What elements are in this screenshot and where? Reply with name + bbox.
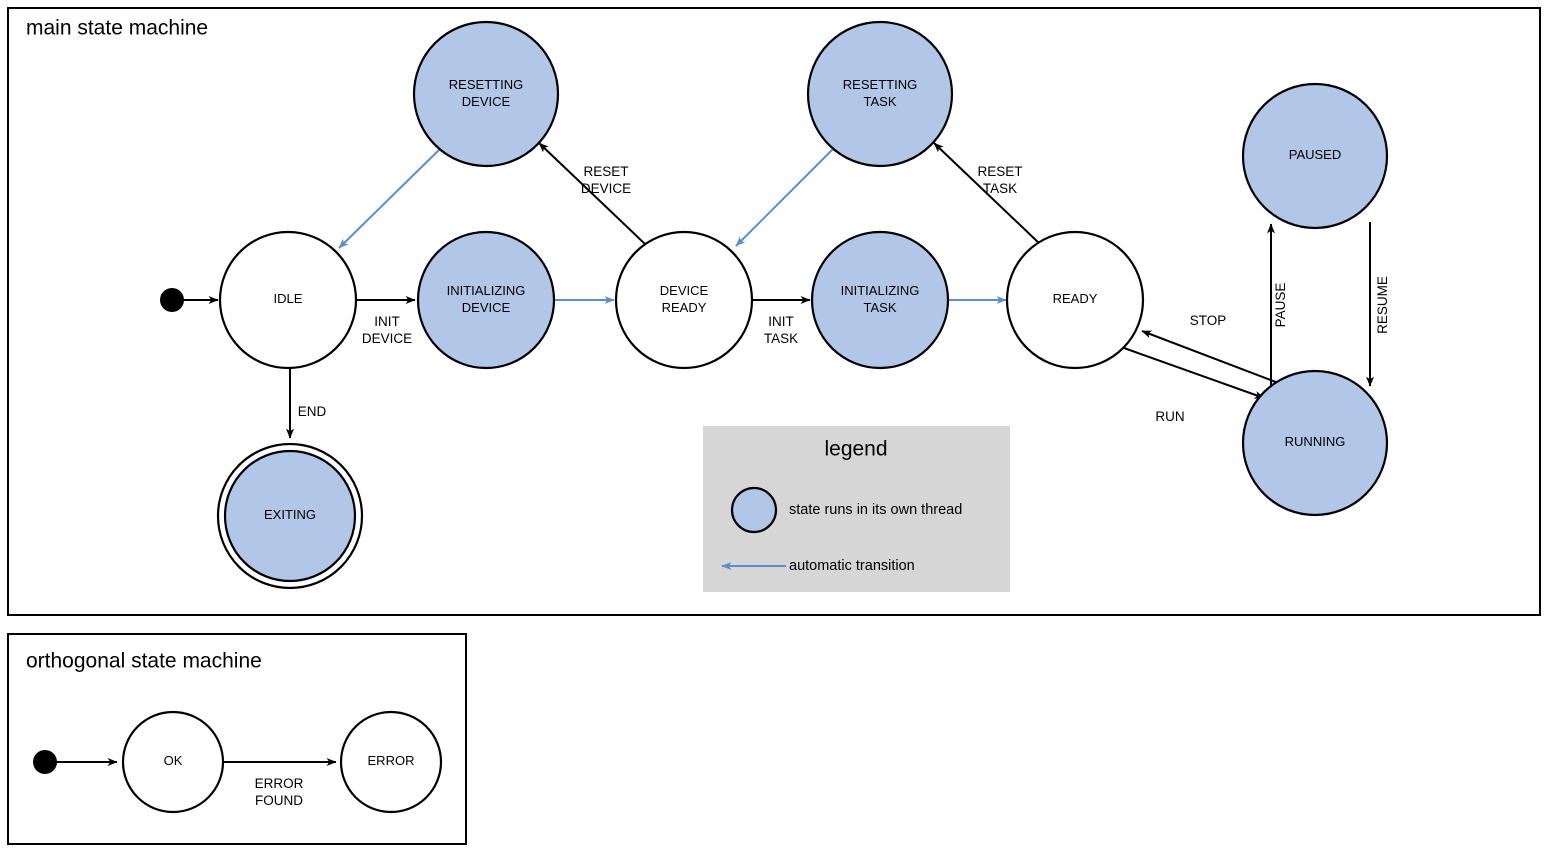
frame-title-orthogonal: orthogonal state machine (26, 650, 262, 673)
state-circle-resetting_task[interactable] (806, 20, 954, 168)
frame-title-main: main state machine (26, 17, 208, 40)
state-idle[interactable]: IDLE (218, 230, 358, 370)
state-paused[interactable]: PAUSED (1241, 82, 1389, 230)
state-error[interactable]: ERROR (339, 710, 443, 814)
state-label-idle: IDLE (274, 291, 303, 306)
state-circle-initializing_task[interactable] (810, 230, 950, 370)
start-marker-orthogonal (33, 750, 118, 774)
transition-label-end: END (298, 404, 327, 419)
state-label-paused: PAUSED (1289, 147, 1342, 162)
state-ok[interactable]: OK (121, 710, 225, 814)
state-circle-device_ready[interactable] (614, 230, 754, 370)
transition-auto-resetting-task-to-device-ready (735, 148, 834, 247)
initial-state-dot-main (160, 288, 184, 312)
transition-line-reset-task (933, 142, 1041, 245)
transition-auto-resetting-device-to-idle (338, 148, 441, 249)
state-label-error: ERROR (368, 753, 415, 768)
state-final-ring-exiting (216, 442, 364, 590)
transition-stop: STOP (1141, 313, 1282, 385)
transition-pause: PAUSE (1267, 223, 1288, 390)
legend-title: legend (824, 438, 887, 461)
transition-resume: RESUME (1366, 222, 1390, 387)
legend-thread-state-swatch (730, 486, 778, 534)
initial-state-dot-orthogonal (33, 750, 57, 774)
transition-end: END (286, 368, 327, 439)
transition-label-run: RUN (1155, 409, 1184, 424)
state-label-exiting: EXITING (264, 507, 316, 522)
state-ready[interactable]: READY (1005, 230, 1145, 370)
transition-line-reset-device (538, 142, 646, 245)
state-circle-exiting[interactable] (223, 449, 357, 583)
start-marker-main (160, 288, 219, 312)
transition-label-stop: STOP (1190, 313, 1227, 328)
transition-label-pause: PAUSE (1273, 283, 1288, 328)
state-label-ok: OK (164, 753, 183, 768)
transition-line-auto-resetting-task-to-device-ready (735, 148, 834, 247)
state-label-ready: READY (1053, 291, 1098, 306)
state-circle-idle[interactable] (218, 230, 358, 370)
state-label-running: RUNNING (1285, 434, 1346, 449)
legend-item-label-thread-state: state runs in its own thread (789, 502, 962, 518)
state-circle-paused[interactable] (1241, 82, 1389, 230)
legend-item-auto-transition: automatic transition (721, 558, 915, 574)
state-exiting[interactable]: EXITING (216, 442, 364, 590)
transition-line-stop (1141, 330, 1282, 385)
legend-item-thread-state: state runs in its own thread (730, 486, 962, 534)
legend-item-label-auto-transition: automatic transition (789, 558, 915, 574)
state-circle-ok[interactable] (121, 710, 225, 814)
legend-panel: legend state runs in its own thread automa… (703, 426, 1010, 592)
transition-line-run (1123, 347, 1265, 399)
state-circle-initializing_device[interactable] (416, 230, 556, 370)
transition-line-auto-resetting-device-to-idle (338, 148, 441, 249)
state-circle-resetting_device[interactable] (412, 20, 560, 168)
state-circle-ready[interactable] (1005, 230, 1145, 370)
transition-label-resume: RESUME (1375, 276, 1390, 334)
state-running[interactable]: RUNNING (1241, 369, 1389, 517)
state-circle-error[interactable] (339, 710, 443, 814)
transition-run: RUN (1123, 347, 1265, 424)
state-circle-running[interactable] (1241, 369, 1389, 517)
